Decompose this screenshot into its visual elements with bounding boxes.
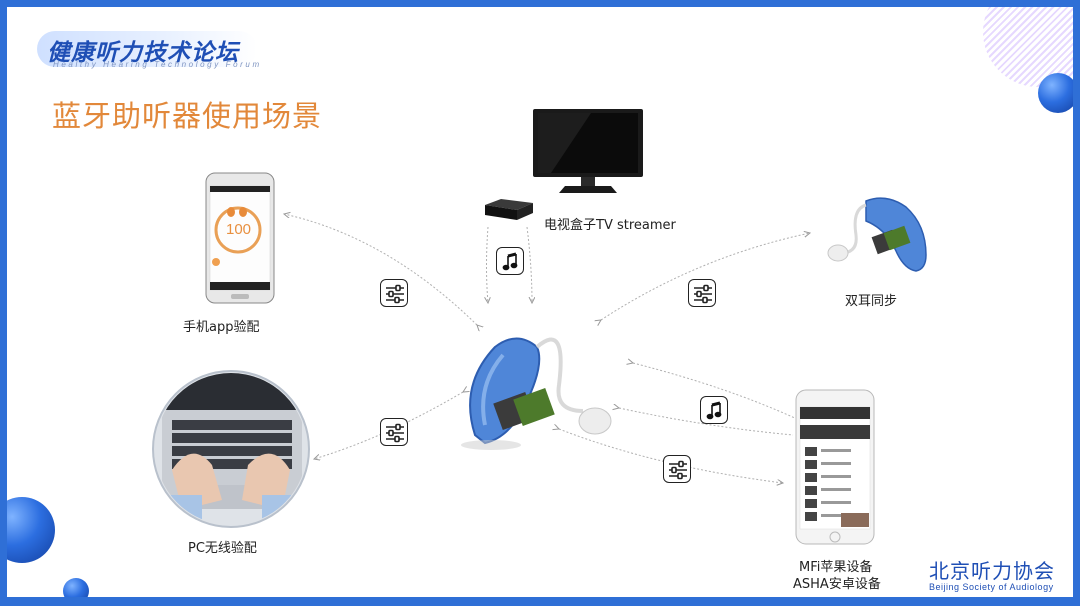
settings-sliders-icon: [688, 279, 716, 307]
laptop-typing-icon: [152, 370, 310, 528]
caption-tv-box: 电视盒子TV streamer: [544, 218, 676, 233]
page-title: 蓝牙助听器使用场景: [52, 99, 323, 133]
decorative-ball-top-right: [1038, 73, 1073, 113]
caption-pc: PC无线验配: [188, 541, 257, 556]
settings-sliders-icon: [380, 279, 408, 307]
caption-mfi: MFi苹果设备: [799, 560, 873, 575]
phone-screen-value: 100: [226, 221, 252, 238]
music-note-icon: [496, 247, 524, 275]
logo-text-en: Healthy Hearing Technology Forum: [53, 60, 262, 69]
org-name-en: Beijing Society of Audiology: [929, 582, 1054, 592]
slide: 健康听力技术论坛 Healthy Hearing Technology Foru…: [7, 7, 1073, 597]
settings-sliders-icon: [663, 455, 691, 483]
decorative-ball-bottom-left: [63, 578, 89, 597]
hearing-aid-center-icon: [461, 337, 612, 450]
org-name-cn: 北京听力协会: [929, 559, 1055, 583]
org-logo: 北京听力协会 Beijing Society of Audiology: [929, 555, 1055, 592]
settings-sliders-icon: [380, 418, 408, 446]
tv-streamer-box-icon: [485, 199, 533, 220]
forum-logo: 健康听力技术论坛 Healthy Hearing Technology Foru…: [33, 25, 273, 73]
logo-background: [37, 31, 257, 67]
hearing-aid-binaural-icon: [827, 197, 927, 272]
caption-asha: ASHA安卓设备: [793, 577, 881, 592]
logo-text-cn: 健康听力技术论坛: [47, 40, 239, 66]
android-phone-icon: [205, 172, 275, 304]
music-note-icon: [700, 396, 728, 424]
tv-icon: [533, 109, 643, 193]
caption-phone-app: 手机app验配: [183, 320, 260, 335]
caption-binaural: 双耳同步: [845, 294, 898, 309]
iphone-icon: [795, 389, 875, 545]
